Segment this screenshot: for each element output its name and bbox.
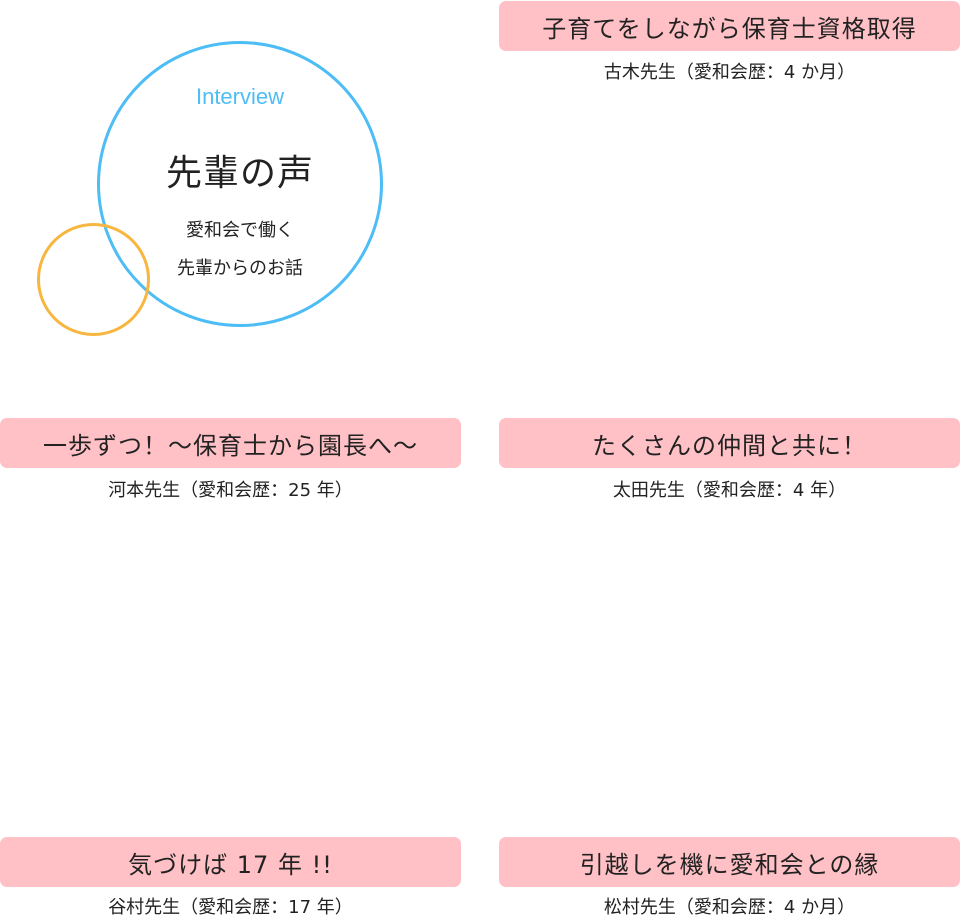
interview-title-4[interactable]: 気づけば 17 年 !! [0,837,461,887]
interview-person-4: 谷村先生（愛和会歴：17 年） [108,897,353,918]
hero-subtitle-line2: 先輩からのお話 [177,258,303,279]
interview-person-5: 松村先生（愛和会歴：4 か月） [603,897,856,918]
hero-circle-large [97,41,383,327]
interview-title-1[interactable]: 子育てをしながら保育士資格取得 [499,1,960,51]
interview-person-3: 太田先生（愛和会歴：4 年） [612,480,847,501]
interview-title-3[interactable]: たくさんの仲間と共に！ [499,418,960,468]
page-title: 先輩の声 [165,153,314,194]
interview-person-1: 古木先生（愛和会歴：4 か月） [603,62,856,83]
interview-title-2[interactable]: 一歩ずつ！～保育士から園長へ～ [0,418,461,468]
interview-person-2: 河本先生（愛和会歴：25 年） [108,480,353,501]
hero-circle-small [37,223,150,336]
interview-title-5[interactable]: 引越しを機に愛和会との縁 [499,837,960,887]
hero-subtitle-line1: 愛和会で働く [186,220,294,241]
hero-eyebrow: Interview [195,84,285,109]
